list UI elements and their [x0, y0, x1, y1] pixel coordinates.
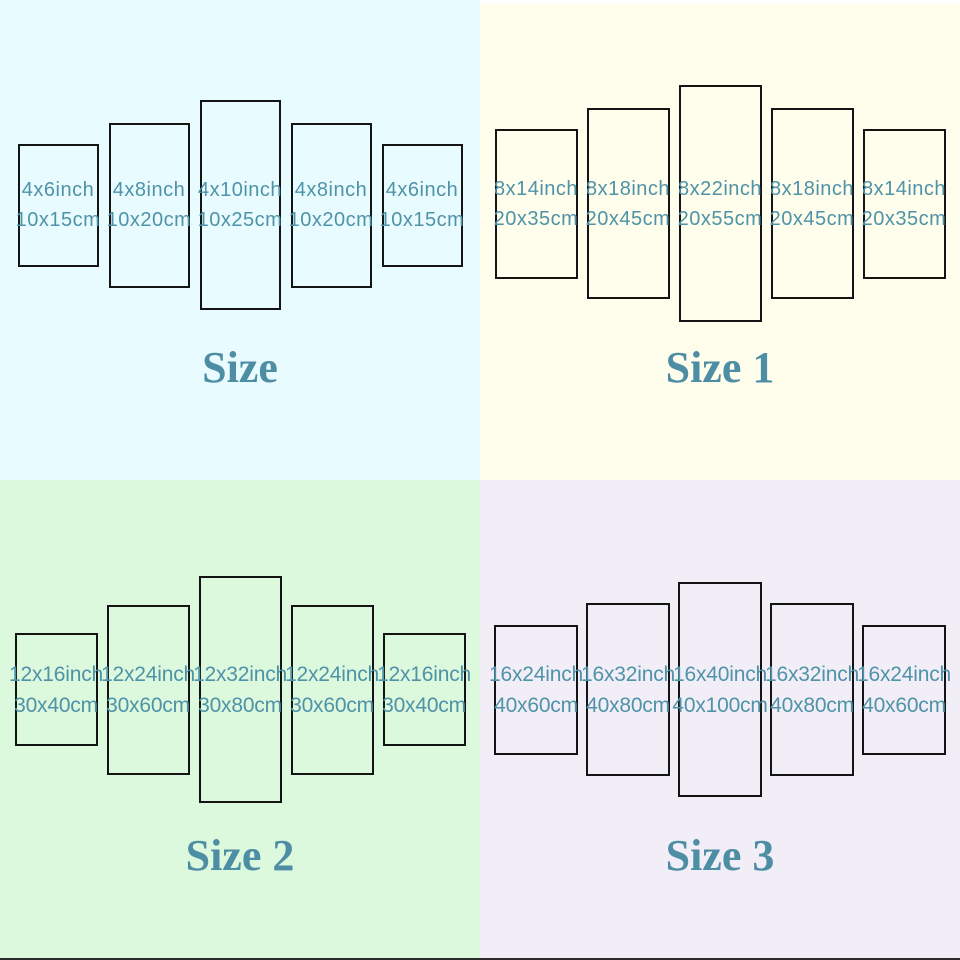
- panel-size-cm-label: 10x15cm: [379, 209, 465, 231]
- panel-size-inch-label: 8x14inch: [493, 177, 579, 200]
- panel-size-inch-label: 4x10inch: [197, 179, 283, 201]
- bottom-dark-bar: [0, 958, 960, 960]
- canvas-panel: 8x14inch 20x35cm: [493, 128, 579, 279]
- panel-size-cm-label: 10x20cm: [288, 209, 374, 231]
- panel-size-inch-label: 12x16inch: [9, 662, 103, 686]
- canvas-panel: 12x24inch 30x60cm: [285, 604, 379, 775]
- panel-size-cm-label: 40x60cm: [862, 693, 946, 717]
- canvas-panel: 4x6inch 10x15cm: [15, 143, 101, 267]
- canvas-panel: 4x8inch 10x20cm: [106, 122, 192, 288]
- panel-size-inch-label: 12x16inch: [377, 662, 471, 686]
- quadrant-size: 4x6inch 10x15cm 4x8inch 10x20cm 4x10inch…: [0, 0, 480, 480]
- canvas-panel: 16x24inch 40x60cm: [857, 624, 951, 755]
- panel-size-cm-label: 40x60cm: [494, 693, 578, 717]
- panel-size-inch-label: 16x40inch: [673, 662, 767, 686]
- panel-size-cm-label: 10x25cm: [197, 209, 283, 231]
- canvas-panel: 12x16inch 30x40cm: [377, 633, 471, 746]
- panel-group: 4x6inch 10x15cm 4x8inch 10x20cm 4x10inch…: [0, 100, 480, 310]
- panel-group: 8x14inch 20x35cm 8x18inch 20x45cm 8x22in…: [480, 85, 960, 322]
- canvas-panel: 4x10inch 10x25cm: [197, 100, 283, 310]
- top-white-strip: [480, 0, 960, 4]
- canvas-panel: 8x22inch 20x55cm: [677, 85, 763, 322]
- panel-size-inch-label: 4x6inch: [21, 179, 95, 201]
- panel-size-inch-label: 8x22inch: [677, 177, 763, 200]
- canvas-panel: 16x32inch 40x80cm: [765, 603, 859, 776]
- quadrant-size-1: 8x14inch 20x35cm 8x18inch 20x45cm 8x22in…: [480, 0, 960, 480]
- panel-size-inch-label: 16x32inch: [765, 662, 859, 686]
- panel-size-inch-label: 12x24inch: [285, 662, 379, 686]
- panel-size-cm-label: 30x60cm: [290, 693, 374, 717]
- panel-group: 16x24inch 40x60cm 16x32inch 40x80cm 16x4…: [480, 582, 960, 797]
- panel-size-cm-label: 20x45cm: [769, 207, 855, 230]
- size-group-title: Size 3: [665, 831, 775, 880]
- panel-size-cm-label: 10x20cm: [106, 209, 192, 231]
- canvas-panel: 8x14inch 20x35cm: [861, 128, 947, 279]
- panel-size-cm-label: 30x40cm: [382, 693, 466, 717]
- panel-size-inch-label: 8x14inch: [861, 177, 947, 200]
- quadrant-size-3: 16x24inch 40x60cm 16x32inch 40x80cm 16x4…: [480, 480, 960, 960]
- panel-size-cm-label: 30x40cm: [14, 693, 98, 717]
- panel-size-cm-label: 20x55cm: [677, 207, 763, 230]
- canvas-panel: 16x40inch 40x100cm: [672, 582, 768, 797]
- panel-size-cm-label: 10x15cm: [15, 209, 101, 231]
- size-group-title: Size 1: [665, 343, 775, 392]
- panel-size-cm-label: 30x60cm: [106, 693, 190, 717]
- panel-size-inch-label: 8x18inch: [769, 177, 855, 200]
- panel-size-inch-label: 8x18inch: [585, 177, 671, 200]
- panel-size-cm-label: 40x80cm: [586, 693, 670, 717]
- panel-size-inch-label: 16x24inch: [857, 662, 951, 686]
- size-group-title: Size 2: [185, 831, 295, 880]
- canvas-panel: 12x32inch 30x80cm: [193, 576, 287, 803]
- quadrant-size-2: 12x16inch 30x40cm 12x24inch 30x60cm 12x3…: [0, 480, 480, 960]
- canvas-panel: 8x18inch 20x45cm: [769, 108, 855, 299]
- panel-size-inch-label: 16x32inch: [581, 662, 675, 686]
- panel-size-cm-label: 20x35cm: [861, 207, 947, 230]
- canvas-panel: 12x16inch 30x40cm: [9, 633, 103, 746]
- canvas-panel: 16x32inch 40x80cm: [581, 603, 675, 776]
- canvas-panel: 16x24inch 40x60cm: [489, 624, 583, 755]
- canvas-panel: 12x24inch 30x60cm: [101, 604, 195, 775]
- panel-group: 12x16inch 30x40cm 12x24inch 30x60cm 12x3…: [0, 576, 480, 803]
- panel-size-cm-label: 30x80cm: [198, 693, 282, 717]
- panel-size-cm-label: 20x45cm: [585, 207, 671, 230]
- size-group-title: Size: [202, 343, 278, 392]
- panel-size-inch-label: 12x32inch: [193, 662, 287, 686]
- panel-size-inch-label: 4x8inch: [112, 179, 186, 201]
- panel-size-inch-label: 16x24inch: [489, 662, 583, 686]
- canvas-panel: 8x18inch 20x45cm: [585, 108, 671, 299]
- panel-size-cm-label: 40x100cm: [672, 693, 768, 717]
- panel-size-inch-label: 12x24inch: [101, 662, 195, 686]
- panel-size-inch-label: 4x8inch: [294, 179, 368, 201]
- panel-size-inch-label: 4x6inch: [385, 179, 459, 201]
- panel-size-cm-label: 20x35cm: [493, 207, 579, 230]
- canvas-panel: 4x8inch 10x20cm: [288, 122, 374, 288]
- canvas-panel: 4x6inch 10x15cm: [379, 143, 465, 267]
- panel-size-cm-label: 40x80cm: [770, 693, 854, 717]
